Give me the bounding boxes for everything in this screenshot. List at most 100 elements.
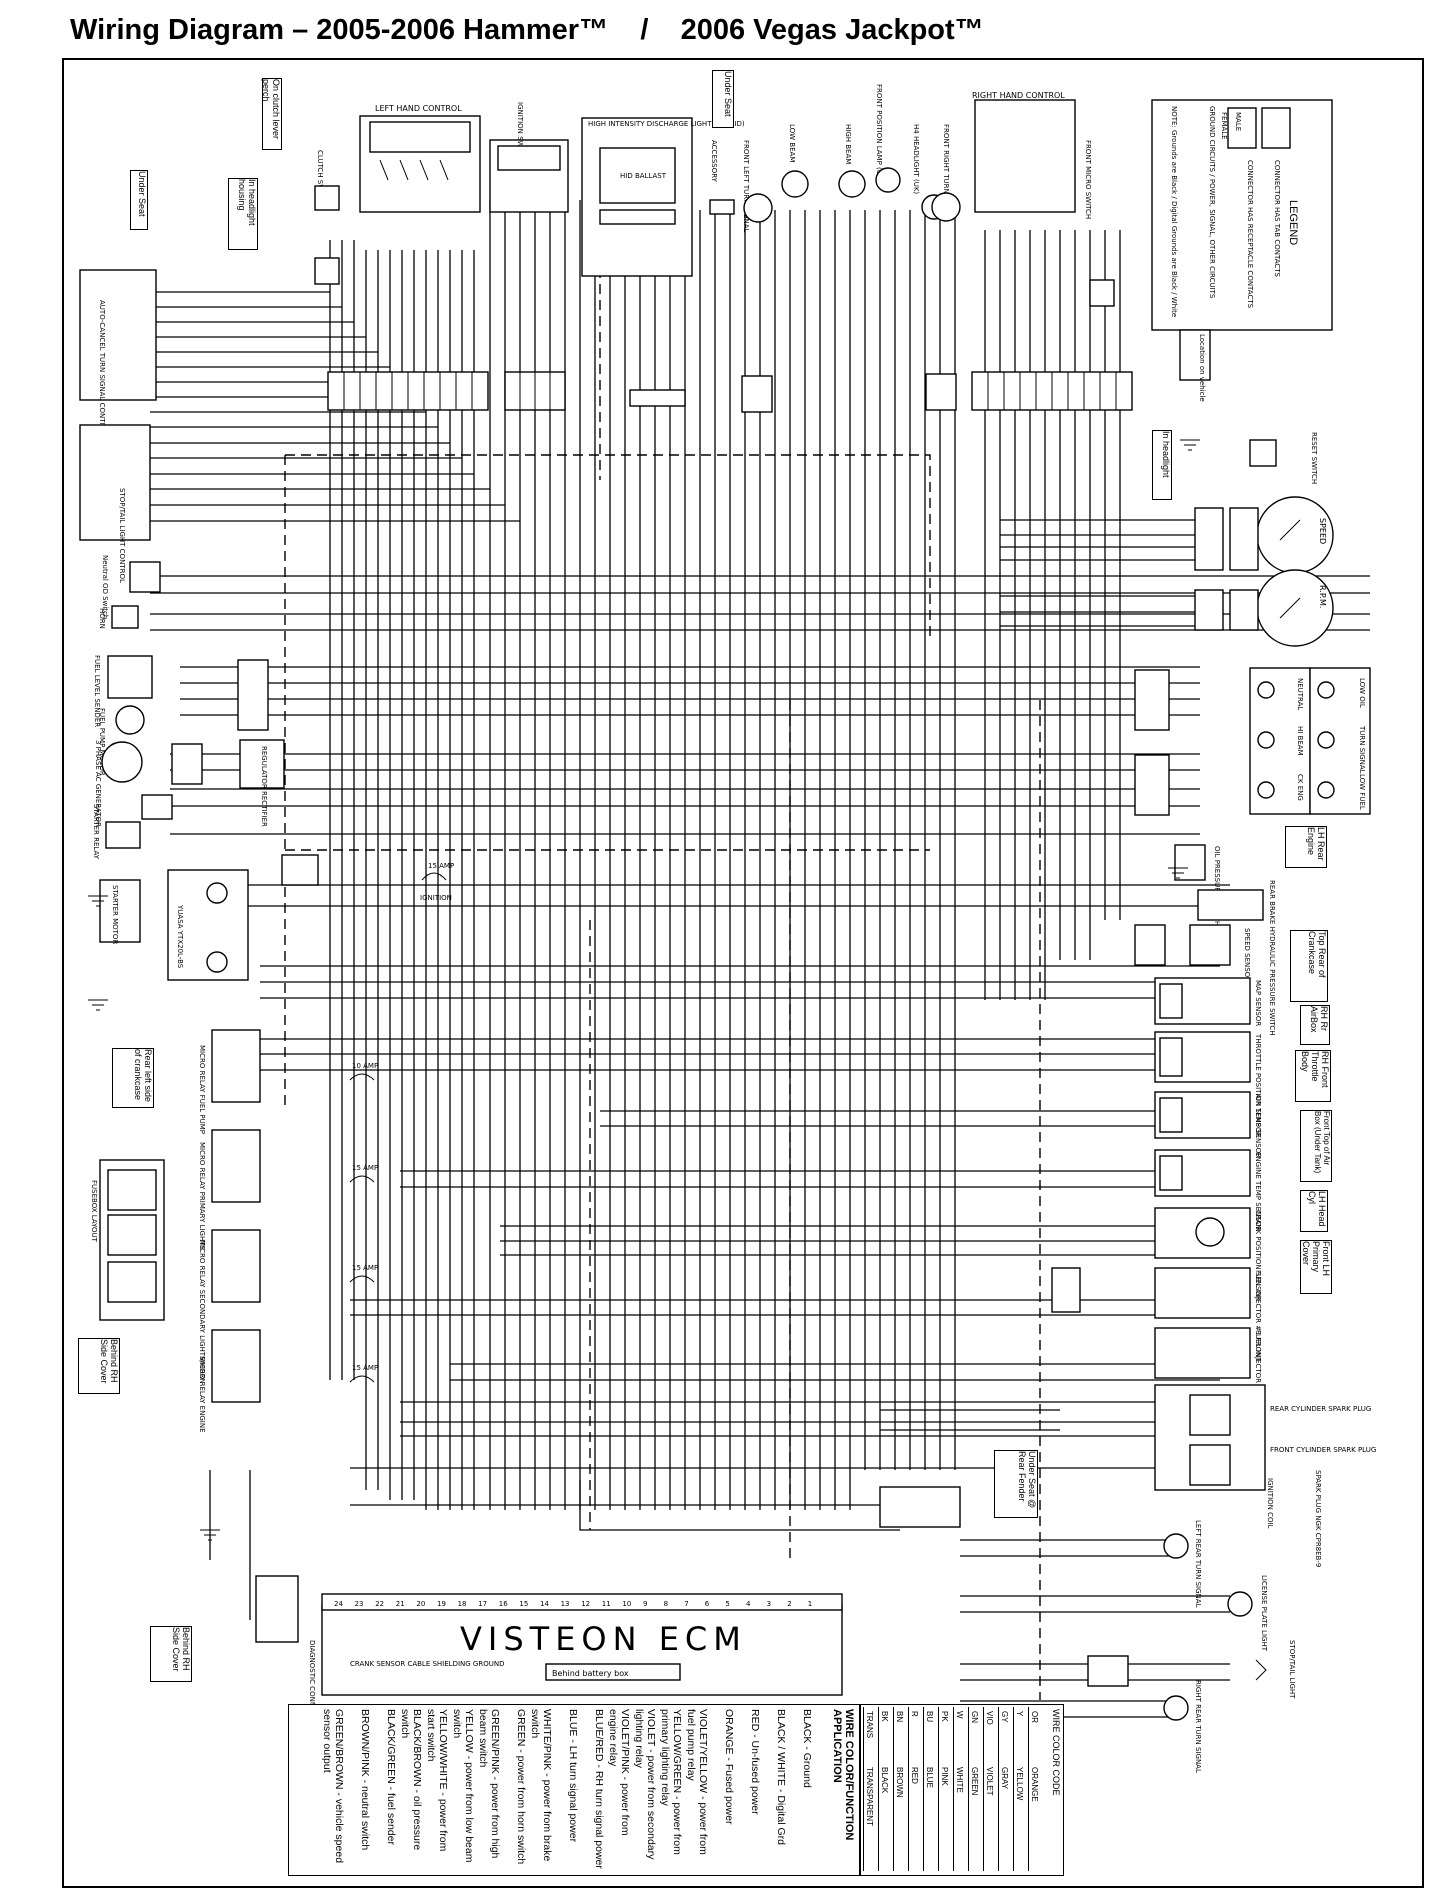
regulator-rectifier: REGULATOR RECTIFIER: [239, 739, 285, 827]
svg-text:LOW OIL: LOW OIL: [1358, 678, 1366, 708]
ecm-pin-label: 12: [581, 1600, 590, 1608]
main-fuse: 15 AMP IGNITION: [420, 862, 454, 902]
location-under-seat-left: Under Seat: [130, 170, 148, 230]
page-title: Wiring Diagram – 2005-2006 Hammer™ / 200…: [70, 14, 984, 46]
location-behind-rh-side: Behind RH Side Cover: [78, 1338, 120, 1394]
speed-sensor: SPEED SENSOR: [1134, 924, 1251, 982]
svg-text:HID BALLAST: HID BALLAST: [620, 172, 667, 180]
legend: LEGEND CONNECTOR HAS TAB CONTACTS CONNEC…: [1151, 99, 1333, 402]
svg-text:HORN: HORN: [98, 608, 106, 629]
wire-color-abbr: TRANS: [865, 1711, 874, 1739]
location-in-headlight-right: In headlight: [1152, 430, 1172, 500]
indicator-cluster: LOW OIL NEUTRAL TURN SIGNAL HI BEAM LOW …: [1134, 667, 1371, 816]
relay-fuel-pump: MICRO RELAY FUEL PUMP 10 AMP: [198, 1029, 378, 1134]
ecm-pin-label: 13: [561, 1600, 570, 1608]
wire-color-name: RED: [910, 1767, 919, 1784]
ecm-pin-label: 22: [375, 1600, 384, 1608]
svg-text:FRONT CYLINDER SPARK PLUG: FRONT CYLINDER SPARK PLUG: [1270, 1446, 1376, 1454]
location-lh-head: LH Head Cyl: [1300, 1190, 1328, 1232]
ecm-pin-label: 19: [437, 1600, 446, 1608]
wire-color-row: W WHITE: [953, 1707, 968, 1871]
svg-text:HI BEAM: HI BEAM: [1296, 726, 1304, 756]
wire-color-abbr: BU: [925, 1711, 934, 1723]
wire-function-line: BLACK/BROWN - oil pressure switch: [399, 1709, 423, 1851]
fuel-pump-motor: FUEL PUMP MOTOR: [98, 705, 145, 776]
wire-function-line: BLUE/RED - RH turn signal power: [593, 1709, 605, 1869]
throttle-position-sensor: THROTTLE POSITION SENSOR: [1154, 1031, 1262, 1137]
wire-function-line: VIOLET - power from secondary lighting r…: [633, 1709, 657, 1860]
svg-text:Location on vehicle: Location on vehicle: [1198, 334, 1206, 402]
svg-text:CLUTCH SWITCH: CLUTCH SWITCH: [316, 150, 324, 207]
fuel-injector-front: FUEL INJECTOR #1 FRONT: [1051, 1267, 1262, 1362]
wire-color-abbr: W: [955, 1711, 964, 1719]
svg-text:STARTER RELAY: STARTER RELAY: [92, 804, 100, 860]
ecm-pin-label: 21: [396, 1600, 405, 1608]
ecm-pin-label: 10: [622, 1600, 631, 1608]
left-hand-control-label: LEFT HAND CONTROL: [375, 104, 462, 113]
speedometer: SPEED: [1194, 496, 1334, 574]
svg-text:15 AMP: 15 AMP: [352, 1364, 378, 1372]
svg-text:MAP SENSOR: MAP SENSOR: [1254, 980, 1262, 1026]
air-temp-sensor: AIR TEMP SENSOR: [1154, 1091, 1262, 1158]
ecm-pin-label: 24: [334, 1600, 343, 1608]
wire-color-abbr: BN: [895, 1711, 904, 1723]
wire-color-name: PINK: [940, 1767, 949, 1786]
svg-text:CK ENG: CK ENG: [1296, 774, 1304, 801]
svg-text:CONNECTOR HAS TAB CONTACTS: CONNECTOR HAS TAB CONTACTS: [1273, 160, 1281, 278]
wire-function-line: BROWN/PINK - neutral switch: [359, 1709, 371, 1851]
auto-cancel-module: AUTO-CANCEL TURN SIGNAL CONTROL: [79, 269, 157, 437]
svg-text:GROUND CIRCUITS / POWER, SIGNA: GROUND CIRCUITS / POWER, SIGNAL, OTHER C…: [1208, 106, 1216, 299]
wire-color-name: GREEN: [970, 1767, 979, 1796]
location-front-top-lh: Front Top of Air Box (Under Tank): [1300, 1110, 1332, 1182]
svg-text:LOW BEAM: LOW BEAM: [788, 124, 796, 162]
visteon-ecm: VISTEON ECM Behind battery box CRANK SEN…: [321, 1593, 843, 1696]
wire-color-code-title: WIRE COLOR CODE: [1051, 1709, 1061, 1796]
svg-text:THROTTLE POSITION SENSOR: THROTTLE POSITION SENSOR: [1254, 1033, 1262, 1137]
wire-color-abbr: Y: [1015, 1711, 1024, 1717]
relay-engine: MICRO RELAY ENGINE 15 AMP: [198, 1329, 378, 1433]
svg-text:SPEED SENSOR: SPEED SENSOR: [1243, 928, 1251, 982]
wire-function-line: VIOLET/YELLOW - power from fuel pump rel…: [685, 1709, 709, 1855]
svg-text:10 AMP: 10 AMP: [352, 1062, 378, 1070]
map-sensor: MAP SENSOR: [1154, 977, 1262, 1026]
svg-text:RIGHT REAR TURN SIGNAL: RIGHT REAR TURN SIGNAL: [1194, 1680, 1202, 1773]
svg-text:AUTO-CANCEL TURN SIGNAL CONTRO: AUTO-CANCEL TURN SIGNAL CONTROL: [98, 300, 106, 437]
wire-function-line: YELLOW - power from low beam switch: [451, 1709, 475, 1863]
ecm-pin-label: 20: [416, 1600, 425, 1608]
svg-text:MICRO RELAY ENGINE: MICRO RELAY ENGINE: [198, 1356, 206, 1433]
fuel-level-sender: FUEL LEVEL SENDER: [93, 655, 269, 731]
diagnostic-connector: DIAGNOSTIC CONNECTOR: [255, 1575, 316, 1731]
svg-text:MICRO RELAY SECONDARY LIGHTS/H: MICRO RELAY SECONDARY LIGHTS/HORN: [198, 1240, 206, 1384]
svg-text:AIR TEMP SENSOR: AIR TEMP SENSOR: [1254, 1094, 1262, 1158]
location-lh-rear-engine: LH Rear Engine: [1285, 826, 1327, 868]
svg-text:R.P.M.: R.P.M.: [1318, 585, 1327, 608]
clutch-switch: CLUTCH SWITCH: [314, 150, 340, 285]
ground-symbols: [88, 439, 1200, 1541]
svg-text:CRANK POSITION SENSOR: CRANK POSITION SENSOR: [1254, 1210, 1262, 1301]
rear-lights: LEFT REAR TURN SIGNAL LICENSE PLATE LIGH…: [879, 1486, 1296, 1773]
ecm-pin-label: 17: [478, 1600, 487, 1608]
wire-function-line: BLACK / WHITE - Digital Grd: [775, 1709, 787, 1845]
svg-text:FRONT MICRO SWITCH: FRONT MICRO SWITCH: [1084, 140, 1092, 219]
wire-color-name: WHITE: [955, 1767, 964, 1793]
ecm-pin-label: 2: [787, 1600, 791, 1608]
location-behind-rh-side-bottom: Behind RH Side Cover: [150, 1626, 192, 1682]
svg-text:STARTER MOTOR: STARTER MOTOR: [111, 885, 119, 944]
wire-color-abbr: GN: [970, 1711, 979, 1723]
svg-text:CONNECTOR HAS RECEPTACLE CONTA: CONNECTOR HAS RECEPTACLE CONTACTS: [1246, 160, 1254, 309]
ecm-pin-label: 9: [643, 1600, 647, 1608]
svg-text:FEMALE: FEMALE: [1220, 112, 1228, 140]
svg-text:RIGHT HAND CONTROL: RIGHT HAND CONTROL: [972, 91, 1065, 100]
wire-color-abbr: BK: [880, 1711, 889, 1722]
wire-function-line: BLACK - Ground: [801, 1709, 813, 1788]
wire-function-lines: BLACK - Ground BLACK / WHITE - Digital Gr…: [293, 1709, 813, 1869]
starter-motor: STARTER MOTOR: [99, 879, 141, 944]
svg-text:REGULATOR RECTIFIER: REGULATOR RECTIFIER: [260, 746, 268, 827]
